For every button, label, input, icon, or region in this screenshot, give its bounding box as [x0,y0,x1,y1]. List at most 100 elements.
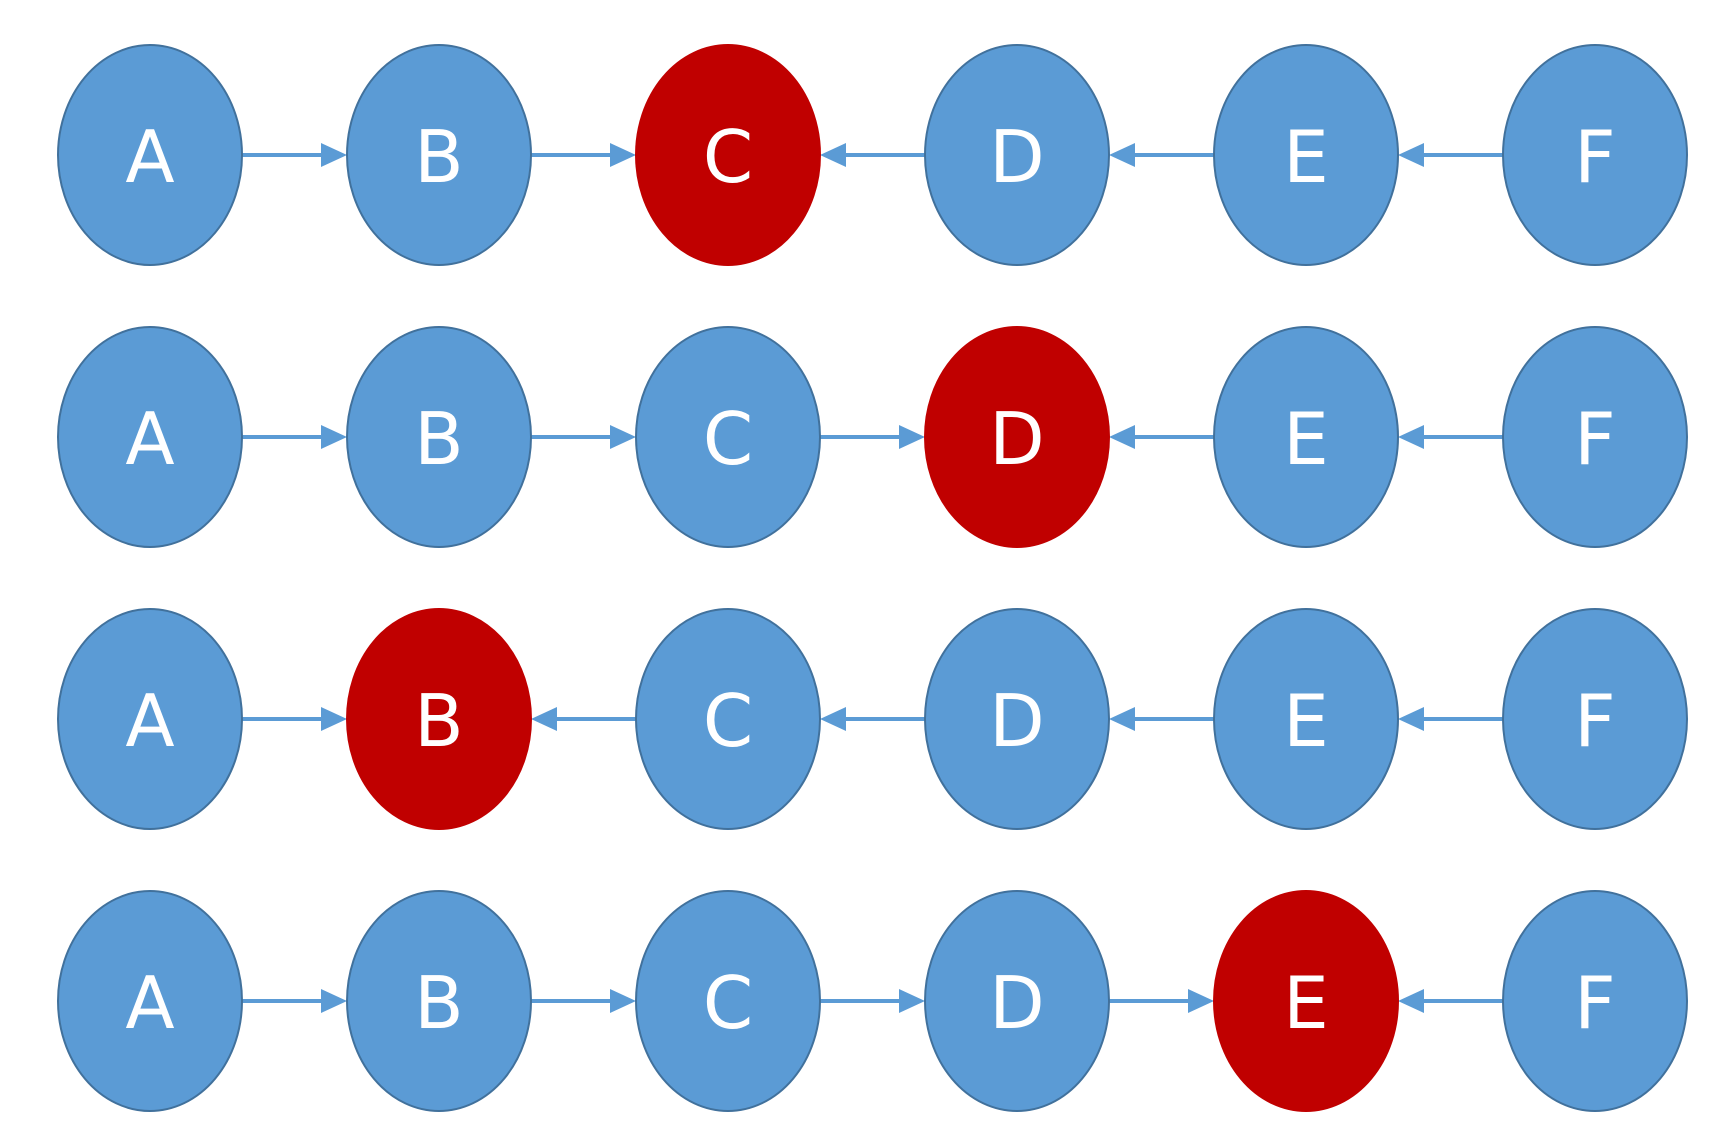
edge-c-to-d [820,425,925,449]
node-label: D [989,961,1044,1045]
arrowhead [1109,707,1135,731]
node-circle [1502,326,1688,548]
node-circle [57,44,243,266]
edge-f-to-e [1398,989,1503,1013]
node-label: F [1574,115,1615,199]
edge-b-to-c [531,989,636,1013]
node-label: E [1283,397,1329,481]
edge-f-to-e [1398,425,1503,449]
node-label: C [703,397,753,481]
arrowhead [1109,425,1135,449]
node-d: D [924,608,1110,830]
arrowhead [321,707,347,731]
arrowhead [321,989,347,1013]
node-circle [346,44,532,266]
node-label: D [989,115,1044,199]
arrowhead [610,425,636,449]
node-label: E [1283,115,1329,199]
edge-e-to-d [1109,707,1214,731]
node-f: F [1502,326,1688,548]
edge-d-to-c [820,707,925,731]
edge-b-to-c [531,143,636,167]
node-label: A [125,679,174,763]
node-circle [635,608,821,830]
arrowhead [531,707,557,731]
diagram-row-1: A B C D E F [57,44,1688,266]
node-e: E [1213,608,1399,830]
diagram-row-3: A B C D E F [57,608,1688,830]
node-circle [924,326,1110,548]
node-circle [924,608,1110,830]
node-circle [57,326,243,548]
edge-a-to-b [242,707,347,731]
node-circle [57,608,243,830]
node-circle [635,44,821,266]
node-f: F [1502,890,1688,1112]
node-label: C [703,679,753,763]
node-label: B [414,115,463,199]
node-e: E [1213,326,1399,548]
node-circle [346,326,532,548]
node-a: A [57,326,243,548]
edge-a-to-b [242,425,347,449]
node-circle [1502,608,1688,830]
arrowhead [1398,425,1424,449]
node-label: B [414,679,463,763]
node-label: C [703,961,753,1045]
edge-a-to-b [242,143,347,167]
node-label: E [1283,961,1329,1045]
node-a: A [57,44,243,266]
arrowhead [321,143,347,167]
node-f: F [1502,608,1688,830]
node-label: D [989,397,1044,481]
node-d: D [924,44,1110,266]
node-circle [924,890,1110,1112]
edge-e-to-d [1109,143,1214,167]
node-e: E [1213,44,1399,266]
edge-c-to-b [531,707,636,731]
edge-c-to-d [820,989,925,1013]
diagram-row-2: A B C D E F [57,326,1688,548]
arrowhead [1398,143,1424,167]
node-c: C [635,326,821,548]
node-label: C [703,115,753,199]
node-circle [635,890,821,1112]
edge-d-to-e [1109,989,1214,1013]
node-b: B [346,44,532,266]
node-label: A [125,961,174,1045]
node-label: A [125,397,174,481]
edge-a-to-b [242,989,347,1013]
node-circle [924,44,1110,266]
node-b: B [346,326,532,548]
node-circle [1213,608,1399,830]
edge-e-to-d [1109,425,1214,449]
node-circle [346,890,532,1112]
node-circle [1213,326,1399,548]
node-circle [1502,44,1688,266]
node-circle [346,608,532,830]
arrowhead [321,425,347,449]
node-label: B [414,397,463,481]
node-label: E [1283,679,1329,763]
arrowhead [899,425,925,449]
node-label: A [125,115,174,199]
arrowhead [820,143,846,167]
arrowhead [610,989,636,1013]
node-c: C [635,608,821,830]
edge-b-to-c [531,425,636,449]
node-a: A [57,608,243,830]
node-e-highlighted: E [1213,890,1399,1112]
edge-f-to-e [1398,143,1503,167]
arrowhead [1398,707,1424,731]
arrowhead [1398,989,1424,1013]
node-d-highlighted: D [924,326,1110,548]
node-c: C [635,890,821,1112]
node-circle [635,326,821,548]
node-circle [1502,890,1688,1112]
node-d: D [924,890,1110,1112]
node-label: F [1574,397,1615,481]
arrowhead [1109,143,1135,167]
node-c-highlighted: C [635,44,821,266]
